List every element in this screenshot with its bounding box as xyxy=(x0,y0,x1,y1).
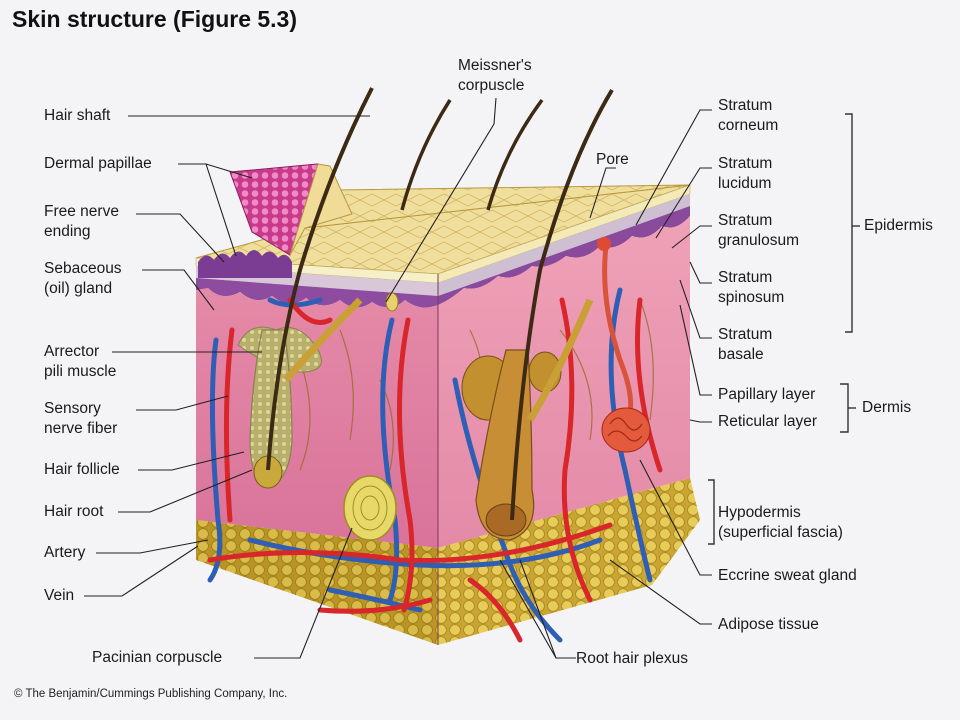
leader-lines xyxy=(84,97,712,659)
copyright-credit: © The Benjamin/Cummings Publishing Compa… xyxy=(14,688,288,700)
label-artery: Artery xyxy=(44,544,86,561)
label-free-nerve-ending: Free nerve ending xyxy=(44,203,119,240)
label-pacinian-corpuscle: Pacinian corpuscle xyxy=(92,649,223,666)
label-stratum-basale: Stratum basale xyxy=(718,326,773,363)
label-hair-follicle: Hair follicle xyxy=(44,461,120,478)
label-sebaceous-gland: Sebaceous (oil) gland xyxy=(44,260,122,297)
label-dermal-papillae: Dermal papillae xyxy=(44,155,152,172)
label-adipose-tissue: Adipose tissue xyxy=(718,616,819,633)
label-meissners-corpuscle: Meissner's corpuscle xyxy=(458,57,532,94)
label-epidermis-group: Epidermis xyxy=(864,217,933,234)
label-hypodermis: Hypodermis (superficial fascia) xyxy=(718,504,843,541)
label-stratum-granulosum: Stratum granulosum xyxy=(718,212,799,249)
label-arrector-pili: Arrector pili muscle xyxy=(44,343,117,380)
label-reticular-layer: Reticular layer xyxy=(718,413,818,430)
epidermis-bracket xyxy=(845,113,853,333)
label-sensory-nerve-fiber: Sensory nerve fiber xyxy=(44,400,118,437)
hypodermis-bracket xyxy=(708,479,715,545)
dermis-bracket xyxy=(840,383,849,433)
label-root-hair-plexus: Root hair plexus xyxy=(576,650,689,667)
label-stratum-spinosum: Stratum spinosum xyxy=(718,269,785,306)
figure-title: Skin structure (Figure 5.3) xyxy=(12,6,298,32)
label-dermis-group: Dermis xyxy=(862,399,912,416)
label-pore: Pore xyxy=(596,151,629,168)
label-eccrine-sweat-gland: Eccrine sweat gland xyxy=(718,567,857,584)
label-hair-root: Hair root xyxy=(44,503,104,520)
label-stratum-corneum: Stratum corneum xyxy=(718,97,779,134)
label-papillary-layer: Papillary layer xyxy=(718,386,816,403)
label-hair-shaft: Hair shaft xyxy=(44,107,111,124)
label-stratum-lucidum: Stratum lucidum xyxy=(718,155,773,192)
label-vein: Vein xyxy=(44,587,75,604)
